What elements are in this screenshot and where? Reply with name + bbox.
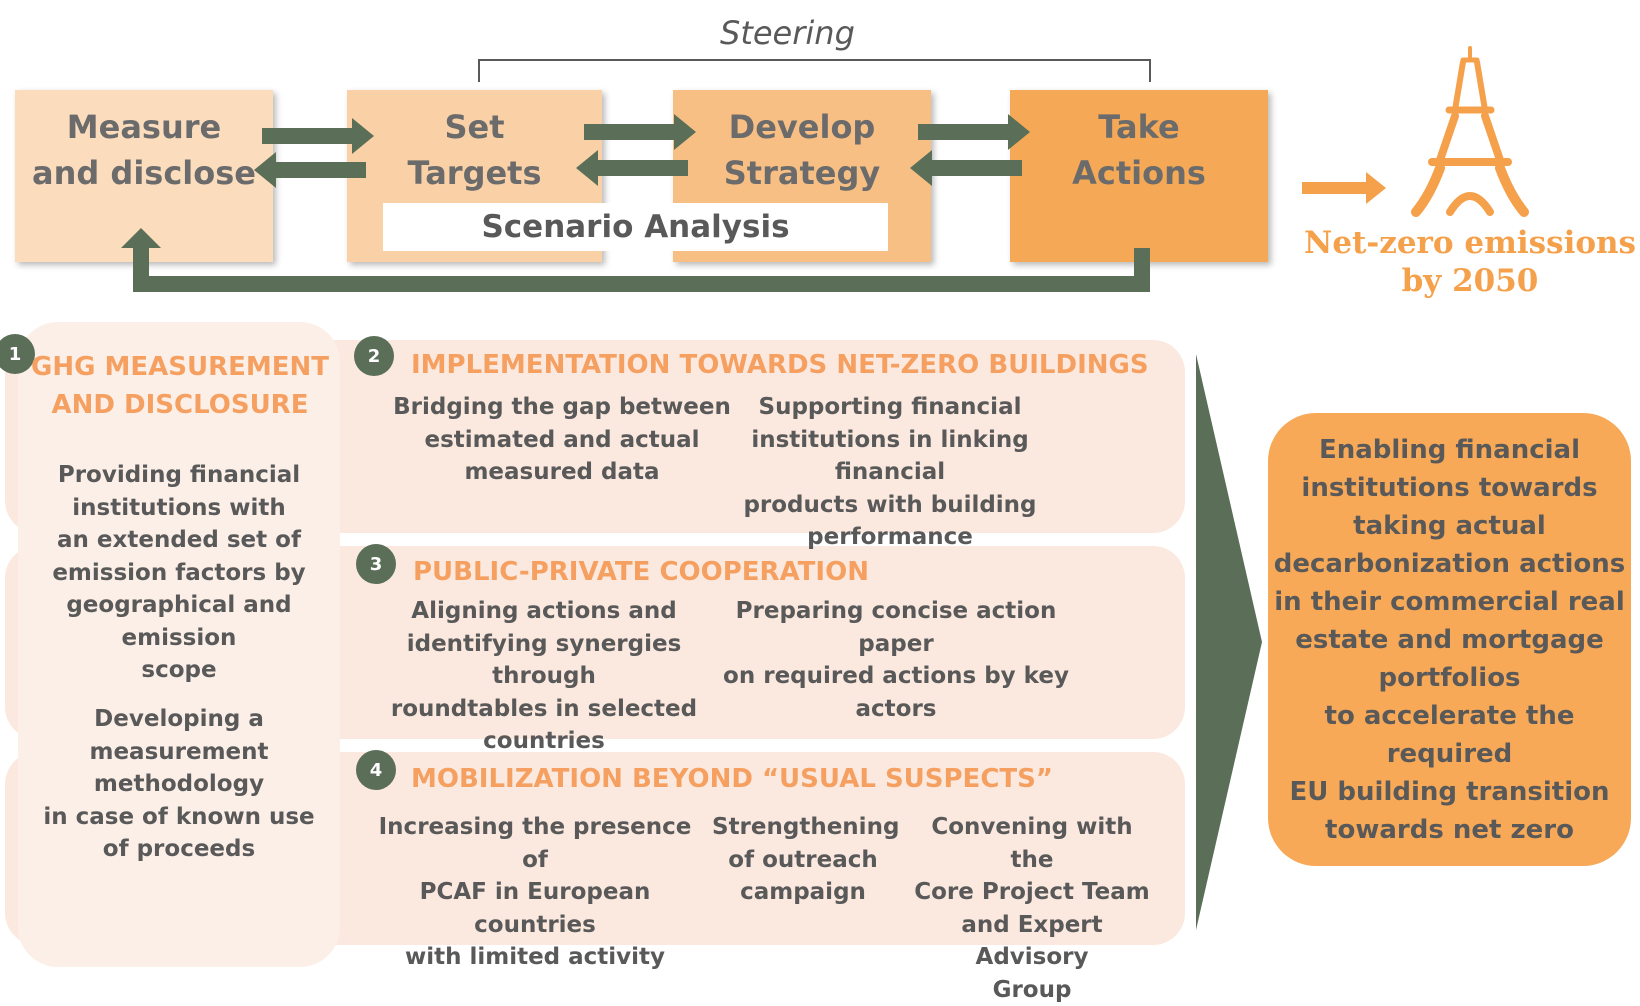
section-1-item-2: Developing a measurement methodology in … bbox=[43, 706, 315, 862]
arrow-targets-to-strategy bbox=[584, 114, 696, 150]
set-targets-label: Set Targets bbox=[407, 108, 542, 192]
diagram-connectors bbox=[121, 46, 1529, 930]
section-3-item-2: Preparing concise action paper on requir… bbox=[723, 598, 1069, 722]
outcome-box: Enabling financial institutions towards … bbox=[1268, 413, 1631, 866]
take-actions-label: Take Actions bbox=[1072, 108, 1206, 192]
section-3-heading: PUBLIC-PRIVATE COOPERATION bbox=[413, 557, 869, 587]
measure-and-disclose-label: Measure and disclose bbox=[31, 108, 256, 192]
feedback-loop-arrow bbox=[121, 228, 1150, 292]
take-actions-box: Take Actions bbox=[1010, 90, 1268, 262]
steering-bracket bbox=[478, 59, 1151, 82]
section-2-number-badge: 2 bbox=[354, 336, 394, 376]
arrow-actions-to-strategy bbox=[910, 150, 1022, 186]
section-4-number-badge: 4 bbox=[356, 750, 396, 790]
steering-label: Steering bbox=[720, 14, 855, 52]
outcome-text: Enabling financial institutions towards … bbox=[1273, 434, 1626, 845]
scenario-analysis-box: Scenario Analysis bbox=[383, 203, 888, 251]
section-4-heading: MOBILIZATION BEYOND “USUAL SUSPECTS” bbox=[411, 764, 1053, 794]
section-4-item-1: Increasing the presence of PCAF in Europ… bbox=[378, 814, 692, 970]
arrow-targets-to-measure bbox=[254, 152, 366, 188]
net-zero-goal-text: Net-zero emissions by 2050 bbox=[1303, 225, 1637, 299]
section-1-panel bbox=[18, 322, 340, 967]
section-1-heading: GHG MEASUREMENT AND DISCLOSURE bbox=[31, 352, 329, 420]
right-arrow-icon bbox=[1302, 172, 1386, 204]
eiffel-tower-icon bbox=[1411, 46, 1529, 217]
section-4-item-3: Convening with the Core Project Team and… bbox=[914, 814, 1150, 1003]
chevron-arrow bbox=[1196, 354, 1262, 930]
section-1-number-badge: 1 bbox=[0, 334, 35, 374]
section-3-number-badge: 3 bbox=[356, 544, 396, 584]
develop-strategy-label: Develop Strategy bbox=[723, 108, 881, 192]
section-4-item-2: Strengthening of outreach campaign bbox=[712, 814, 900, 905]
section-2-heading: IMPLEMENTATION TOWARDS NET-ZERO BUILDING… bbox=[411, 350, 1149, 380]
section-3-item-1: Aligning actions and identifying synergi… bbox=[390, 598, 698, 754]
arrow-strategy-to-targets bbox=[576, 150, 688, 186]
scenario-analysis-label: Scenario Analysis bbox=[481, 209, 790, 245]
section-2-item-2: Supporting financial institutions in lin… bbox=[743, 394, 1037, 550]
section-1-item-1: Providing financial institutions with an… bbox=[52, 462, 306, 683]
arrow-measure-to-targets bbox=[262, 118, 374, 154]
section-2-item-1: Bridging the gap between estimated and a… bbox=[393, 394, 731, 485]
arrow-strategy-to-actions bbox=[918, 114, 1030, 150]
